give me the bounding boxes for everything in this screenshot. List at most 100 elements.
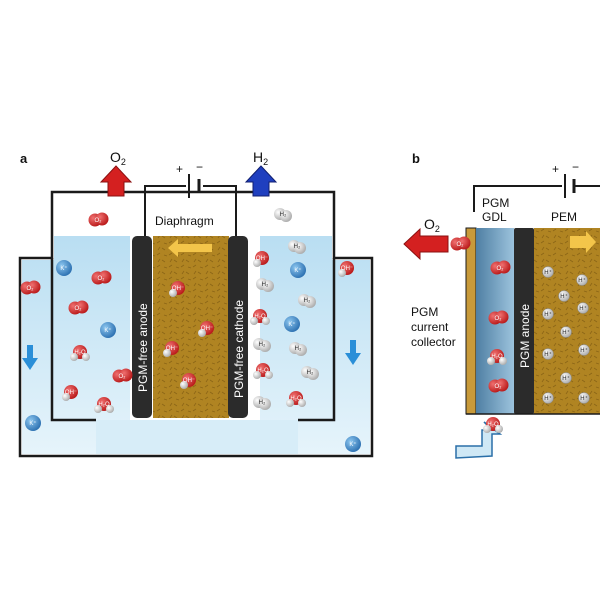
svg-text:OH⁻: OH⁻ <box>166 346 178 352</box>
svg-text:H₂: H₂ <box>307 370 314 376</box>
svg-text:H⁺: H⁺ <box>580 395 588 402</box>
molecules-panel-a: O₂ K⁺ O₂ O₂ O₂ K⁺ H₂O O₂ OH⁻ H₂O K⁺ OH⁻ OH⁻ OH⁻ OH⁻ H₂ H… <box>20 208 361 452</box>
left-flow-arrow <box>22 345 38 370</box>
water-molecule: H₂O <box>286 391 306 407</box>
proton-molecule: H⁺ <box>542 392 554 404</box>
potassium-molecule: K⁺ <box>345 436 361 452</box>
panel-a-label: a <box>20 151 28 166</box>
h2-label-a: H2 <box>253 149 268 167</box>
svg-text:H⁺: H⁺ <box>578 277 586 284</box>
anode-label-b: PGM anode <box>518 304 532 368</box>
collector-label-3: collector <box>411 335 456 349</box>
oxygen-molecule: O₂ <box>450 236 471 251</box>
svg-text:H₂: H₂ <box>259 400 266 406</box>
potassium-molecule: K⁺ <box>290 262 306 278</box>
svg-text:H₂O: H₂O <box>98 402 110 408</box>
diaphragm-label: Diaphragm <box>155 214 214 228</box>
proton-molecule: H⁺ <box>542 348 554 360</box>
potassium-molecule: K⁺ <box>100 322 116 338</box>
external-circuit-b <box>473 174 600 212</box>
svg-text:H₂: H₂ <box>262 282 269 288</box>
o2-label-b: O2 <box>424 216 440 234</box>
svg-text:K⁺: K⁺ <box>29 420 36 427</box>
cathode-label-a: PGM-free cathode <box>232 300 246 398</box>
svg-text:H₂: H₂ <box>304 298 311 304</box>
current-collector-b <box>465 227 477 415</box>
proton-molecule: H⁺ <box>542 266 554 278</box>
svg-text:H₂O: H₂O <box>491 354 503 360</box>
oxygen-molecule: O₂ <box>112 368 133 383</box>
oxygen-molecule: O₂ <box>488 310 509 325</box>
potassium-molecule: K⁺ <box>25 415 41 431</box>
hydrogen-molecule: H₂ <box>288 240 306 254</box>
hydrogen-molecule: H₂ <box>253 396 271 410</box>
battery-plus-a: + <box>176 162 183 176</box>
svg-text:H₂O: H₂O <box>254 314 266 320</box>
svg-text:OH⁻: OH⁻ <box>341 266 353 272</box>
hydroxide-molecule: OH⁻ <box>62 385 78 401</box>
svg-text:H₂: H₂ <box>280 212 287 218</box>
proton-molecule: H⁺ <box>542 308 554 320</box>
svg-text:K⁺: K⁺ <box>104 327 111 334</box>
o2-label-a: O2 <box>110 149 126 167</box>
pem-layer <box>534 228 600 414</box>
panel-b-label: b <box>412 151 420 166</box>
oxygen-molecule: O₂ <box>88 212 109 227</box>
hydroxide-molecule: OH⁻ <box>338 261 354 277</box>
svg-text:H⁺: H⁺ <box>579 305 587 312</box>
proton-molecule: H⁺ <box>578 392 590 404</box>
hydrogen-molecule: H₂ <box>289 342 307 356</box>
proton-molecule: H⁺ <box>577 302 589 314</box>
oxygen-molecule: O₂ <box>490 260 511 275</box>
o2-out-arrow <box>99 165 133 197</box>
battery-minus-a: − <box>196 160 203 174</box>
water-molecule: H₂O <box>250 309 270 325</box>
svg-text:H⁺: H⁺ <box>544 311 552 318</box>
svg-text:H⁺: H⁺ <box>544 395 552 402</box>
svg-text:H⁺: H⁺ <box>544 269 552 276</box>
svg-text:K⁺: K⁺ <box>294 267 301 274</box>
proton-molecule: H⁺ <box>560 372 572 384</box>
svg-text:H₂: H₂ <box>294 244 301 250</box>
hydroxide-molecule: OH⁻ <box>163 341 179 357</box>
svg-text:H₂O: H₂O <box>487 422 499 428</box>
anode-electrode <box>132 236 152 418</box>
svg-text:O₂: O₂ <box>497 266 505 272</box>
external-circuit <box>144 174 237 236</box>
svg-text:H⁺: H⁺ <box>580 347 588 354</box>
hydroxide-molecule: OH⁻ <box>180 373 196 389</box>
battery-plus-b: + <box>552 162 559 176</box>
svg-text:H₂O: H₂O <box>257 368 269 374</box>
pem-label: PEM <box>551 210 577 224</box>
water-molecule: H₂O <box>94 397 114 413</box>
svg-text:O₂: O₂ <box>98 276 106 282</box>
svg-text:O₂: O₂ <box>75 306 83 312</box>
svg-text:H₂O: H₂O <box>290 396 302 402</box>
svg-text:O₂: O₂ <box>457 242 465 248</box>
svg-text:OH⁻: OH⁻ <box>65 390 77 396</box>
svg-text:O₂: O₂ <box>119 374 127 380</box>
svg-text:H⁺: H⁺ <box>562 375 570 382</box>
pgm-gdl-label-1: PGM <box>482 196 509 210</box>
collector-label-2: current <box>411 320 449 334</box>
oxygen-molecule: O₂ <box>68 300 89 315</box>
hydrogen-molecule: H₂ <box>274 208 292 222</box>
svg-text:OH⁻: OH⁻ <box>201 326 213 332</box>
hydroxide-molecule: OH⁻ <box>198 321 214 337</box>
cathode-electrode <box>228 236 248 418</box>
potassium-molecule: K⁺ <box>56 260 72 276</box>
proton-molecule: H⁺ <box>578 344 590 356</box>
water-molecule: H₂O <box>70 345 90 361</box>
oxygen-molecule: O₂ <box>20 280 41 295</box>
battery-minus-b: − <box>572 160 579 174</box>
hydroxide-molecule: OH⁻ <box>169 281 185 297</box>
proton-molecule: H⁺ <box>576 274 588 286</box>
hydrogen-molecule: H₂ <box>298 294 316 308</box>
potassium-molecule: K⁺ <box>284 316 300 332</box>
diaphragm <box>153 236 229 418</box>
svg-text:K⁺: K⁺ <box>288 321 295 328</box>
svg-text:H₂O: H₂O <box>74 350 86 356</box>
svg-text:H₂: H₂ <box>295 346 302 352</box>
svg-text:OH⁻: OH⁻ <box>183 378 195 384</box>
